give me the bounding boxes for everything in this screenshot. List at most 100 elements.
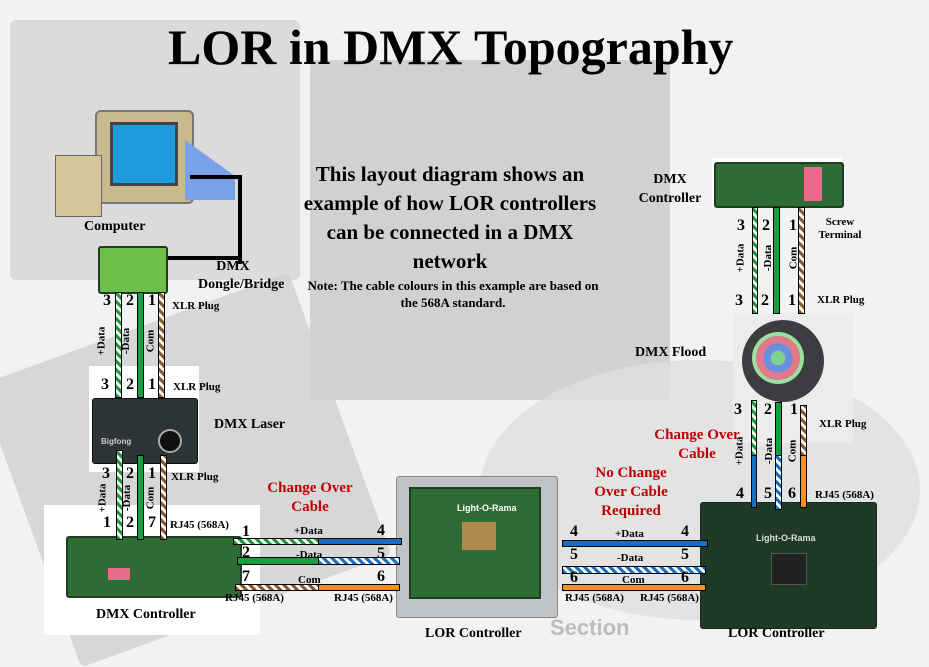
flood-label: DMX Flood bbox=[635, 345, 707, 360]
description-text: This layout diagram shows an example of … bbox=[303, 162, 597, 273]
pin-number: 1 bbox=[790, 401, 798, 418]
pin-number: 2 bbox=[126, 376, 134, 393]
pin-number: 1 bbox=[788, 292, 796, 309]
wire-plus-data bbox=[318, 538, 402, 545]
wire-com bbox=[800, 455, 807, 508]
board-logo: Light-O-Rama bbox=[756, 533, 816, 543]
xlr-plug-label: XLR Plug bbox=[817, 294, 865, 306]
wire-minus-data bbox=[775, 402, 782, 456]
wire-label: -Data bbox=[120, 327, 133, 355]
pin-number: 2 bbox=[126, 514, 134, 531]
dongle-label: DMX Dongle/Bridge bbox=[198, 259, 285, 292]
wire-label: +Data bbox=[95, 326, 108, 356]
pin-number: 1 bbox=[242, 523, 250, 540]
rj45-label: RJ45 (568A) bbox=[334, 592, 393, 604]
pin-number: 3 bbox=[734, 401, 742, 418]
dmx-dongle-image bbox=[98, 246, 168, 294]
pin-number: 6 bbox=[570, 569, 578, 586]
rj45-label: RJ45 (568A) bbox=[170, 519, 229, 531]
wire-com bbox=[160, 455, 167, 540]
wire-plus-data bbox=[116, 450, 123, 540]
pin-number: 3 bbox=[735, 292, 743, 309]
rj45-label: RJ45 (568A) bbox=[225, 592, 284, 604]
wire-label: Com bbox=[786, 439, 799, 463]
pin-number: 1 bbox=[148, 376, 156, 393]
wire-com bbox=[800, 405, 807, 456]
wire-com bbox=[562, 584, 706, 591]
wire-label: Com bbox=[144, 486, 157, 510]
wire-label: -Data bbox=[617, 552, 644, 564]
usb-cable bbox=[190, 175, 242, 264]
change-over-cable-note: Change Over Cable bbox=[654, 427, 740, 462]
xlr-plug-label: XLR Plug bbox=[819, 418, 867, 430]
pin-number: 2 bbox=[242, 544, 250, 561]
rj45-label: RJ45 (568A) bbox=[640, 592, 699, 604]
board-logo: Light-O-Rama bbox=[457, 503, 517, 513]
wire-minus-data bbox=[773, 207, 780, 314]
wire-com bbox=[318, 584, 400, 591]
computer-image bbox=[55, 110, 235, 220]
wire-label: +Data bbox=[733, 436, 746, 466]
pin-number: 3 bbox=[102, 465, 110, 482]
laser-brand: Bigfong bbox=[101, 437, 132, 446]
pin-number: 4 bbox=[377, 522, 385, 539]
pin-number: 1 bbox=[148, 465, 156, 482]
pin-number: 4 bbox=[681, 523, 689, 540]
wire-label: Com bbox=[144, 329, 157, 353]
pin-number: 1 bbox=[103, 514, 111, 531]
no-change-over-note: No Change Over Cable Required bbox=[594, 465, 668, 519]
pin-number: 6 bbox=[788, 485, 796, 502]
pin-number: 2 bbox=[126, 292, 134, 309]
wire-label: +Data bbox=[734, 243, 747, 273]
xlr-plug-label: XLR Plug bbox=[173, 381, 221, 393]
pin-number: 2 bbox=[761, 292, 769, 309]
wire-label: -Data bbox=[763, 437, 776, 465]
background-board bbox=[310, 60, 670, 400]
wire-label: Com bbox=[622, 574, 645, 586]
pin-number: 3 bbox=[101, 376, 109, 393]
page-title: LOR in DMX Topography bbox=[168, 19, 734, 75]
xlr-plug-label: XLR Plug bbox=[172, 300, 220, 312]
wire-plus-data bbox=[562, 540, 708, 547]
pin-number: 7 bbox=[148, 514, 156, 531]
wire-plus-data bbox=[752, 207, 758, 314]
wire-plus-data bbox=[115, 292, 122, 398]
wire-label: -Data bbox=[121, 484, 134, 512]
wire-label: Com bbox=[298, 574, 321, 586]
rj45-label: RJ45 (568A) bbox=[565, 592, 624, 604]
laser-label: DMX Laser bbox=[214, 417, 286, 432]
wire-label: +Data bbox=[294, 525, 323, 537]
dmx-controller-left-image bbox=[66, 536, 242, 598]
lor-controller-right-label: LOR Controller bbox=[728, 626, 825, 641]
xlr-plug-label: XLR Plug bbox=[171, 471, 219, 483]
pin-number: 1 bbox=[148, 292, 156, 309]
dmx-controller-right-image bbox=[714, 162, 844, 208]
pin-number: 4 bbox=[736, 485, 744, 502]
pin-number: 4 bbox=[570, 523, 578, 540]
usb-cable bbox=[160, 256, 240, 260]
lor-controller-mid-label: LOR Controller bbox=[425, 626, 522, 641]
wire-label: -Data bbox=[296, 549, 323, 561]
pin-number: 2 bbox=[126, 465, 134, 482]
pin-number: 5 bbox=[570, 546, 578, 563]
dmx-laser-image: Bigfong bbox=[92, 398, 198, 464]
pin-number: 5 bbox=[377, 545, 385, 562]
note-text: Note: The cable colours in this example … bbox=[307, 278, 599, 310]
screw-terminal-label: Screw Terminal bbox=[818, 216, 862, 241]
pin-number: 6 bbox=[681, 569, 689, 586]
section-watermark: Section bbox=[550, 615, 630, 640]
pin-number: 3 bbox=[103, 292, 111, 309]
wire-label: -Data bbox=[762, 244, 775, 272]
change-over-cable-note: Change Over Cable bbox=[267, 480, 353, 515]
wire-minus-data bbox=[318, 557, 400, 565]
pin-number: 3 bbox=[737, 217, 745, 234]
pin-number: 5 bbox=[764, 485, 772, 502]
pin-number: 1 bbox=[789, 217, 797, 234]
lor-controller-mid-image: Light-O-Rama bbox=[396, 476, 558, 618]
wire-com bbox=[798, 207, 805, 314]
rj45-label: RJ45 (568A) bbox=[815, 489, 874, 501]
wire-label: +Data bbox=[615, 528, 644, 540]
wire-plus-data bbox=[751, 400, 757, 456]
dmx-flood-image bbox=[742, 320, 824, 402]
